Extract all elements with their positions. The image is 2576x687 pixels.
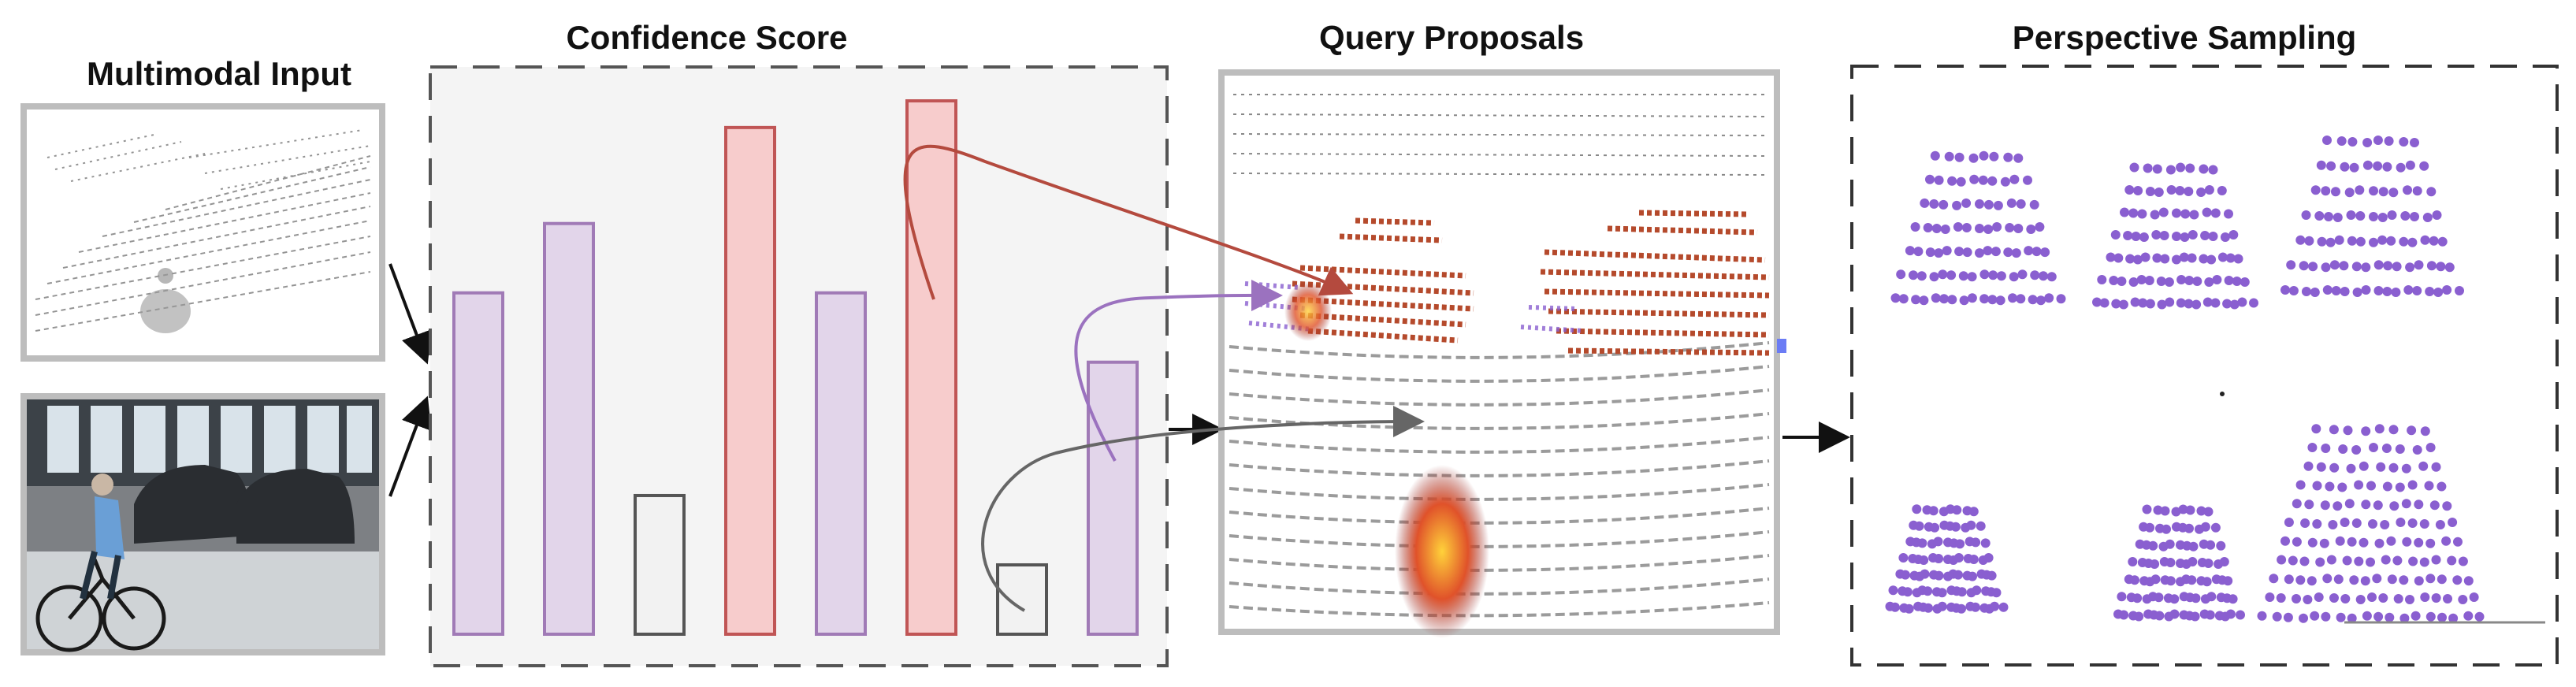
confidence-panel-frame <box>429 65 1169 667</box>
multimodal-input-title: Multimodal Input <box>87 55 351 92</box>
lidar-point-cloud-image <box>20 103 385 362</box>
point-cluster-bottom-left <box>1885 504 2009 614</box>
query-proposals-image <box>1218 69 1786 638</box>
query-proposals-title: Query Proposals <box>1318 19 1585 56</box>
point-cluster-top-middle <box>2092 162 2258 310</box>
center-dot <box>2220 392 2225 396</box>
confidence-bar-7 <box>996 563 1048 636</box>
confidence-bar-5 <box>815 291 867 636</box>
gray-query-arrow <box>981 406 1425 612</box>
red-query-arrow <box>903 144 1354 300</box>
point-cluster-top-right <box>2280 136 2464 297</box>
point-cluster-top-left <box>1890 150 2066 306</box>
confidence-bar-4 <box>724 125 776 637</box>
lidar-to-score-arrow <box>388 263 432 365</box>
camera-to-score-arrow <box>388 395 432 497</box>
confidence-bars <box>452 99 1139 637</box>
point-cluster-bottom-right <box>2257 424 2485 623</box>
confidence-bar-1 <box>452 291 504 636</box>
confidence-bar-2 <box>543 221 595 636</box>
confidence-bar-6 <box>905 99 957 636</box>
perspective-samples <box>1885 136 2485 623</box>
camera-image <box>20 393 385 655</box>
confidence-bar-8 <box>1087 360 1139 636</box>
confidence-bar-3 <box>634 493 686 636</box>
perspective-sampling-title: Perspective Sampling <box>2012 19 2357 56</box>
confidence-score-title: Confidence Score <box>566 19 848 56</box>
point-cluster-bottom-middle <box>2113 504 2245 622</box>
purple-query-arrow <box>1074 279 1283 462</box>
